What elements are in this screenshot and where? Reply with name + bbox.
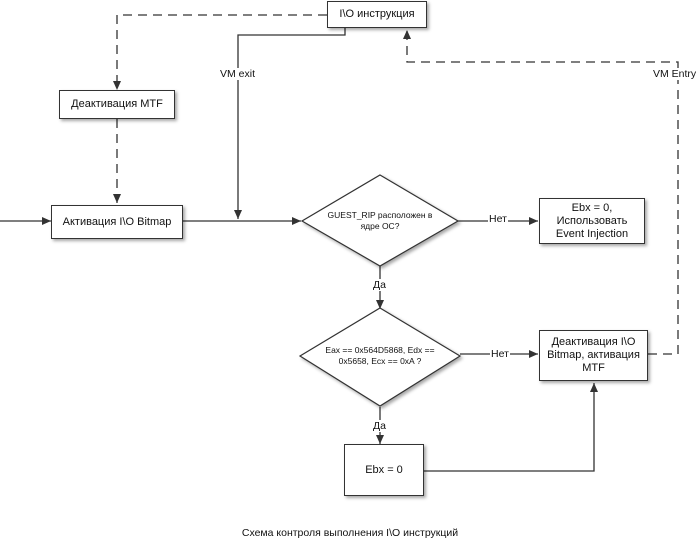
label-vm-entry: VM Entry bbox=[652, 68, 698, 80]
edge-io-to-deactivate-mtf bbox=[113, 14, 327, 90]
decision-guest-rip-diamond bbox=[300, 174, 460, 267]
node-deactivate-bitmap-activate-mtf: Деактивация I\O Bitmap, активация MTF bbox=[539, 330, 648, 381]
node-ebx-zero: Ebx = 0 bbox=[344, 444, 424, 496]
edge-vm-exit bbox=[234, 27, 346, 219]
diagram-caption: Схема контроля выполнения I\O инструкций bbox=[241, 527, 459, 539]
decision-registers-diamond bbox=[298, 307, 462, 407]
node-ebx-zero-event-injection: Ebx = 0, Использовать Event Injection bbox=[539, 198, 645, 244]
decision-guest-rip-text: GUEST_RIP расположен в ядре ОС? bbox=[327, 210, 433, 231]
edge-ebx-to-deactivate-bitmap bbox=[424, 383, 598, 472]
node-io-instruction: I\O инструкция bbox=[327, 1, 427, 28]
node-activate-io-bitmap: Активация I\O Bitmap bbox=[51, 205, 183, 239]
label-no-registers: Нет bbox=[490, 348, 510, 360]
edge-vm-entry bbox=[403, 30, 679, 355]
decision-registers-text: Eax == 0x564D5868, Edx == 0x5658, Ecx ==… bbox=[325, 345, 435, 366]
label-yes-registers: Да bbox=[372, 420, 387, 432]
node-deactivate-mtf: Деактивация MTF bbox=[59, 90, 175, 119]
label-yes-guest-rip: Да bbox=[372, 279, 387, 291]
label-vm-exit: VM exit bbox=[219, 68, 257, 80]
label-no-guest-rip: Нет bbox=[488, 213, 508, 225]
